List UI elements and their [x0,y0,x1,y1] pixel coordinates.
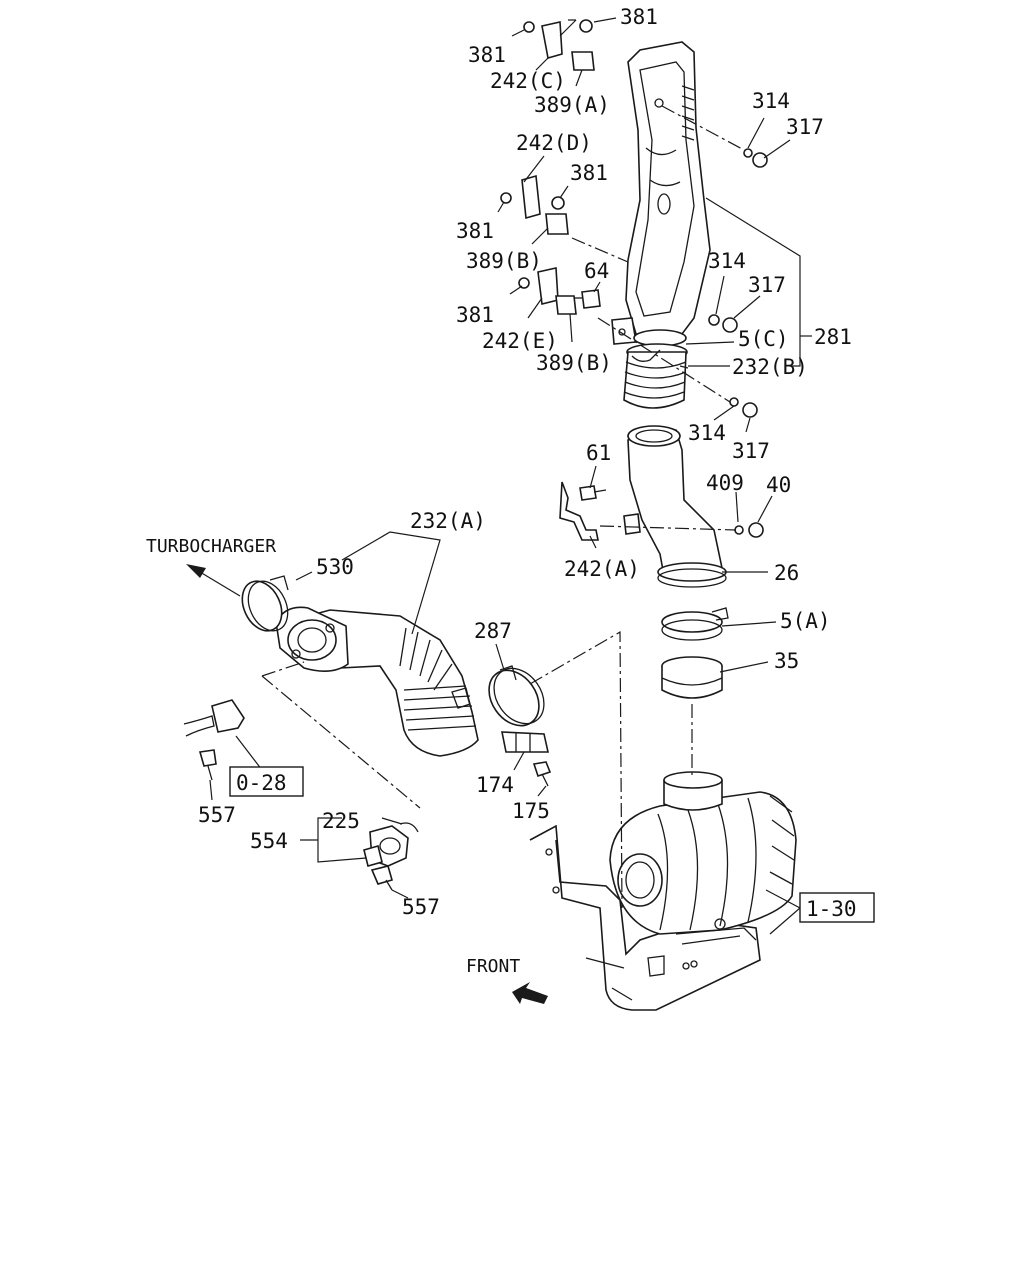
callout-232a: 232(A) [410,509,486,533]
ref-box-1-30 [799,892,875,923]
callout-381: 381 [570,161,608,185]
callout-389b: 389(B) [536,351,612,375]
upper-hardware [500,19,768,538]
bracket-242a [559,481,607,541]
air-hose-232a [275,606,479,757]
callout-389b: 389(B) [466,249,542,273]
turbocharger-arrow-head [186,564,206,578]
callout-242d: 242(D) [516,131,592,155]
callout-225: 225 [322,809,360,833]
sensor-174 [501,731,549,753]
ref-box-0-28 [229,766,304,797]
callout-557: 557 [198,803,236,827]
callout-317: 317 [786,115,824,139]
callout-242e: 242(E) [482,329,558,353]
callout-314: 314 [708,249,746,273]
callout-174: 174 [476,773,514,797]
callout-381: 381 [620,5,658,29]
front-arrow-icon [512,982,548,1004]
ref-label-0-28: 0-28 [236,771,287,795]
callout-61: 61 [586,441,611,465]
front-label: FRONT [466,956,520,977]
callout-242a: 242(A) [564,557,640,581]
leader-lines [186,17,812,935]
callout-35: 35 [774,649,799,673]
turbocharger-label: TURBOCHARGER [146,536,276,557]
callout-381: 381 [456,219,494,243]
callout-314: 314 [752,89,790,113]
callout-26: 26 [774,561,799,585]
callout-175: 175 [512,799,550,823]
lower-elbow-26 [623,425,727,588]
callout-557: 557 [402,895,440,919]
callout-64: 64 [584,259,609,283]
callout-381: 381 [468,43,506,67]
air-cleaner-assembly [529,771,797,1011]
connector-554 [363,822,419,867]
callout-242c: 242(C) [490,69,566,93]
bolt-557-left [198,749,217,781]
bellows-hose-232b [623,329,688,409]
hose-clamp-287 [488,665,545,727]
callout-281: 281 [814,325,852,349]
callout-232b: 232(B) [732,355,808,379]
callout-381: 381 [456,303,494,327]
bolt-557-right [370,865,393,891]
callout-5a: 5(A) [780,609,831,633]
hose-clamp-530 [241,575,289,632]
callout-554: 554 [250,829,288,853]
callout-40: 40 [766,473,791,497]
callout-5c: 5(C) [738,327,789,351]
callout-317: 317 [732,439,770,463]
upper-air-duct [611,41,711,345]
callout-530: 530 [316,555,354,579]
rubber-ring-35 [661,656,723,699]
callout-409: 409 [706,471,744,495]
callout-287: 287 [474,619,512,643]
callout-317: 317 [748,273,786,297]
ref-label-1-30: 1-30 [806,897,857,921]
screw-175 [532,761,552,787]
hose-clamp-5a [661,607,729,641]
callout-314: 314 [688,421,726,445]
cover-plate-0-28 [183,699,245,737]
callout-389a: 389(A) [534,93,610,117]
